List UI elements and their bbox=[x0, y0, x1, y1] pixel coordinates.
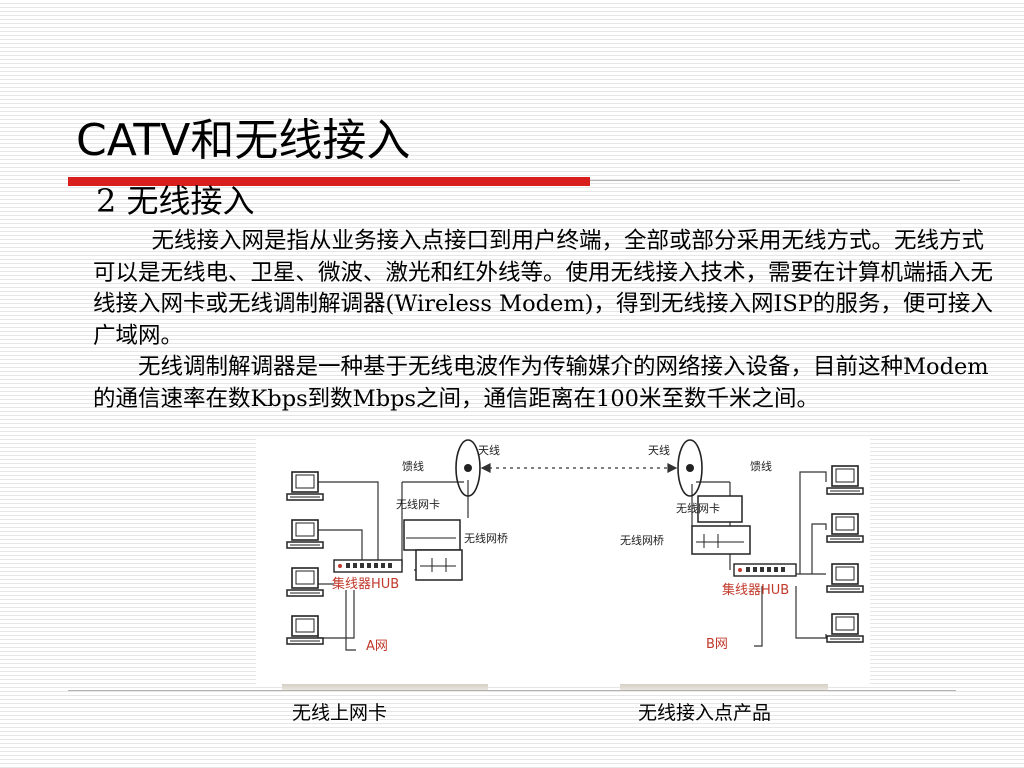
left-pc-3-icon bbox=[286, 567, 324, 597]
left-network-label: A网 bbox=[366, 639, 388, 654]
right-hub-device bbox=[733, 563, 797, 577]
paragraph-intro: 无线接入网是指从业务接入点接口到用户终端，全部或部分采用无线方式。无线方式可以是… bbox=[93, 228, 994, 349]
left-pc-1-icon bbox=[286, 471, 324, 501]
left-hub-device bbox=[333, 559, 403, 573]
right-antenna-label: 天线 bbox=[648, 443, 670, 457]
right-cable-label: 馈线 bbox=[750, 459, 772, 473]
title-underline-accent bbox=[68, 177, 590, 186]
right-pc-2-icon bbox=[826, 513, 864, 543]
footer-rule bbox=[68, 690, 956, 691]
paragraph-modem: 无线调制解调器是一种基于无线电波作为传输媒介的网络接入设备，目前这种Modem … bbox=[93, 354, 989, 412]
left-pc-2-icon bbox=[286, 519, 324, 549]
left-pc-4-icon bbox=[286, 615, 324, 645]
right-bridge-label: 无线网桥 bbox=[620, 533, 664, 547]
right-pc-3-icon bbox=[826, 563, 864, 593]
right-pc-4-icon bbox=[826, 613, 864, 643]
right-pc-1-icon bbox=[826, 465, 864, 495]
right-wireless-bridge bbox=[691, 495, 751, 555]
caption-wireless-card: 无线上网卡 bbox=[292, 702, 388, 724]
left-bridge-label: 无线网桥 bbox=[464, 531, 508, 545]
left-antenna-icon bbox=[455, 439, 481, 497]
left-cable-label: 馈线 bbox=[402, 459, 424, 473]
section-heading: 2 无线接入 bbox=[96, 182, 255, 220]
left-wireless-bridge bbox=[403, 519, 463, 581]
right-antenna-icon bbox=[677, 439, 703, 497]
body-text: 无线接入网是指从业务接入点接口到用户终端，全部或部分采用无线方式。无线方式可以是… bbox=[93, 226, 998, 415]
right-card-label: 无线网卡 bbox=[676, 501, 720, 515]
wireless-link-arrow bbox=[480, 463, 678, 473]
network-diagram: 馈线 天线 无线网卡 无线网桥 集线器HUB A网 馈线 天线 无线网卡 无线网… bbox=[256, 438, 870, 684]
left-card-label: 无线网卡 bbox=[396, 497, 440, 511]
right-network-label: B网 bbox=[706, 637, 728, 652]
left-antenna-label: 天线 bbox=[478, 443, 500, 457]
title-underline-rule bbox=[590, 180, 960, 181]
slide-title: CATV和无线接入 bbox=[76, 115, 411, 166]
right-hub-label: 集线器HUB bbox=[722, 582, 789, 598]
left-hub-label: 集线器HUB bbox=[332, 576, 399, 592]
caption-access-point: 无线接入点产品 bbox=[638, 702, 772, 724]
